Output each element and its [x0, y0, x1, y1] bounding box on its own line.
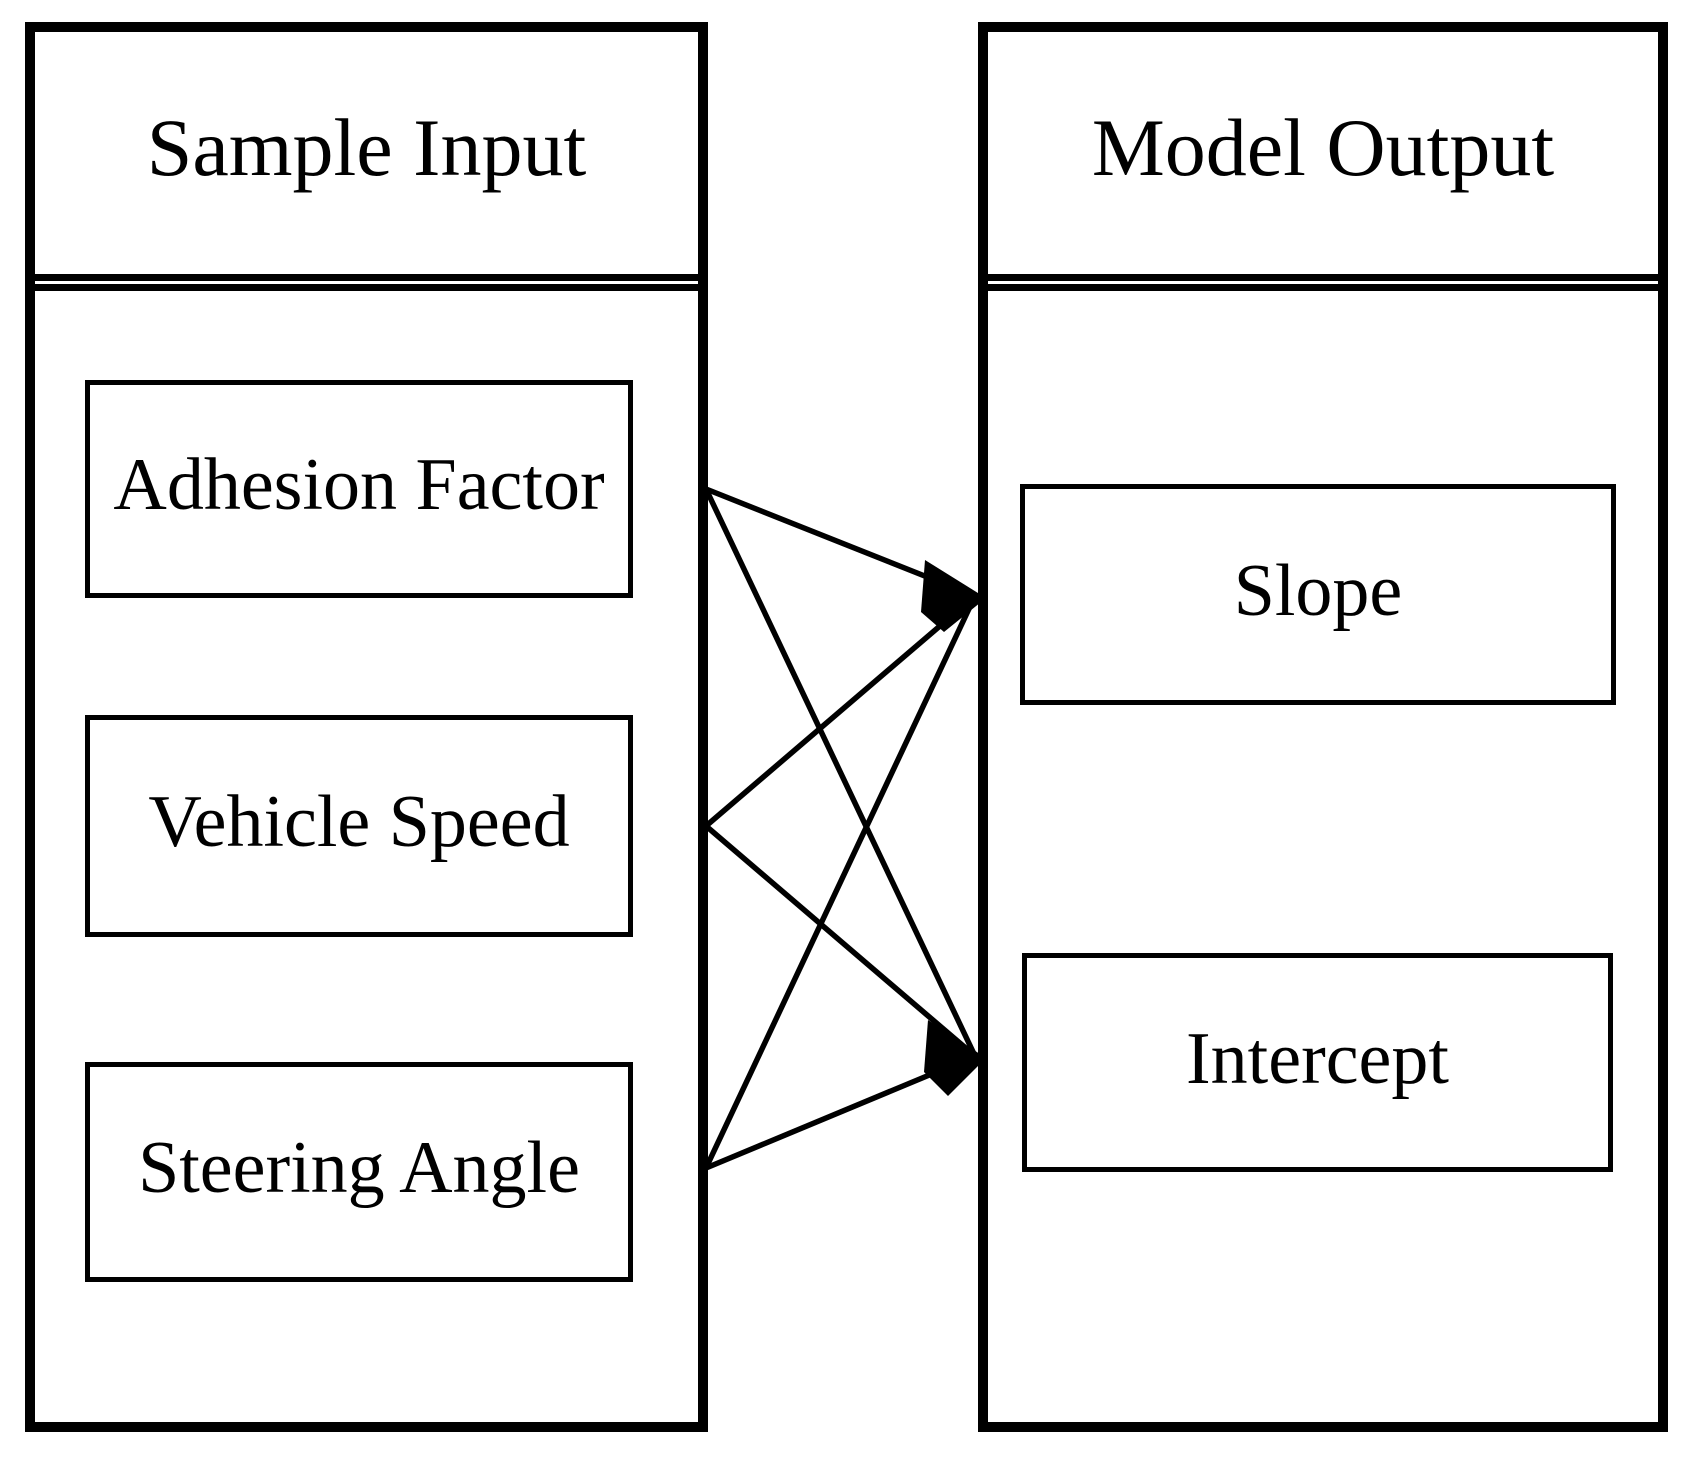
node-vehicle-speed-label: Vehicle Speed [148, 781, 570, 863]
model-output-panel: Model Output Slope Intercept [978, 22, 1668, 1432]
node-slope: Slope [1020, 484, 1616, 705]
edge-line-steering-angle-to-slope [703, 594, 978, 1170]
node-steering-angle: Steering Angle [85, 1062, 633, 1282]
node-intercept-label: Intercept [1186, 1017, 1449, 1100]
model-output-body: Slope Intercept [988, 284, 1658, 1422]
edge-line-steering-angle-to-intercept [704, 1053, 977, 1171]
edge-lines [703, 486, 978, 1171]
node-vehicle-speed: Vehicle Speed [85, 715, 633, 937]
model-output-header: Model Output [988, 32, 1658, 281]
node-slope-label: Slope [1233, 549, 1403, 632]
arrowhead-icon [921, 560, 986, 632]
sample-input-title: Sample Input [146, 102, 587, 193]
node-adhesion-factor: Adhesion Factor [85, 380, 633, 598]
sample-input-panel: Sample Input Adhesion Factor Vehicle Spe… [25, 22, 708, 1432]
sample-input-header: Sample Input [35, 32, 698, 281]
edge-line-adhesion-factor-to-intercept [703, 487, 978, 1058]
edge-line-vehicle-speed-to-intercept [704, 823, 977, 1059]
edge-line-vehicle-speed-to-slope [704, 593, 977, 829]
node-intercept: Intercept [1022, 953, 1613, 1172]
arrowhead-icon [924, 1020, 986, 1096]
node-adhesion-factor-label: Adhesion Factor [113, 444, 605, 526]
model-output-title: Model Output [1091, 102, 1555, 193]
node-steering-angle-label: Steering Angle [138, 1127, 580, 1209]
sample-input-body: Adhesion Factor Vehicle Speed Steering A… [35, 284, 698, 1422]
edge-line-adhesion-factor-to-slope [704, 486, 977, 599]
